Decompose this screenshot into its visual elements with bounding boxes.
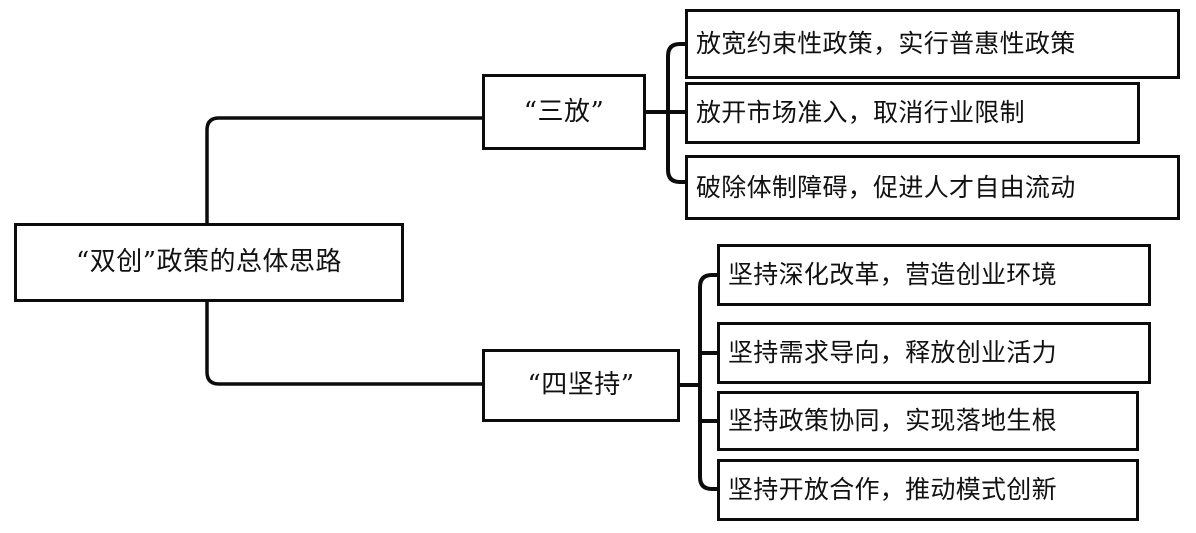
leaf-node-1-3-label: 破除体制障碍，促进人才自由流动 xyxy=(696,172,1076,202)
branch-node-san-fang[interactable]: “三放” xyxy=(482,74,646,150)
connector-branch-2-child-1 xyxy=(698,273,717,385)
leaf-node-2-1-label: 坚持深化改革，营造创业环境 xyxy=(728,260,1057,290)
leaf-node-2-1[interactable]: 坚持深化改革，营造创业环境 xyxy=(717,244,1151,306)
branch-node-si-jianchi[interactable]: “四坚持” xyxy=(482,349,680,422)
leaf-node-2-4[interactable]: 坚持开放合作，推动模式创新 xyxy=(717,459,1139,521)
leaf-node-1-2-label: 放开市场准入，取消行业限制 xyxy=(696,98,1025,128)
leaf-node-2-3[interactable]: 坚持政策协同，实现落地生根 xyxy=(717,391,1139,451)
leaf-node-1-3[interactable]: 破除体制障碍，促进人才自由流动 xyxy=(685,155,1180,220)
leaf-node-1-2[interactable]: 放开市场准入，取消行业限制 xyxy=(685,82,1140,144)
leaf-node-2-2[interactable]: 坚持需求导向，释放创业活力 xyxy=(717,322,1151,384)
branch-node-san-fang-label: “三放” xyxy=(523,96,605,127)
connector-branch-1-child-1 xyxy=(666,42,685,112)
connector-branch-1-child-3 xyxy=(666,112,685,184)
leaf-node-1-1[interactable]: 放宽约束性政策，实行普惠性政策 xyxy=(685,9,1180,79)
root-node-label: “双创”政策的总体思路 xyxy=(75,247,343,278)
branch-node-si-jianchi-label: “四坚持” xyxy=(527,370,635,401)
leaf-node-2-3-label: 坚持政策协同，实现落地生根 xyxy=(728,406,1057,436)
leaf-node-2-2-label: 坚持需求导向，释放创业活力 xyxy=(728,338,1057,368)
leaf-node-1-1-label: 放宽约束性政策，实行普惠性政策 xyxy=(696,29,1076,59)
leaf-node-2-4-label: 坚持开放合作，推动模式创新 xyxy=(728,475,1057,505)
connector-branch-2-child-4 xyxy=(698,385,717,491)
root-node[interactable]: “双创”政策的总体思路 xyxy=(14,223,404,302)
